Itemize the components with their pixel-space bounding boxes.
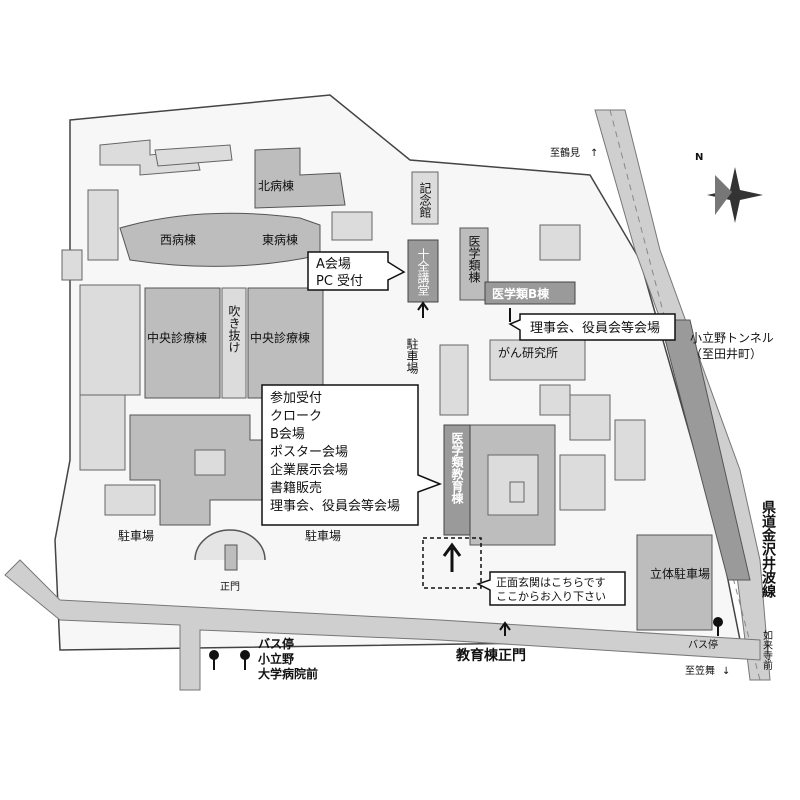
- bus-stop-left: [209, 650, 250, 670]
- svg-text:PC 受付: PC 受付: [316, 274, 363, 289]
- building-igaku-b: [484, 281, 576, 305]
- label-nishi: 西病棟: [160, 232, 196, 247]
- label-kita: 北病棟: [258, 178, 294, 193]
- building-rittai: [636, 534, 713, 631]
- label-chuo-right: 中央診療棟: [250, 330, 310, 345]
- label-igaku-rui: 医学類棟: [467, 235, 481, 283]
- building-fukinuke: [221, 287, 247, 399]
- label-parking-mid: 駐車場: [305, 528, 341, 543]
- building-mid-5: [569, 394, 611, 441]
- label-parking-left: 駐車場: [118, 528, 154, 543]
- building-left-2: [61, 249, 83, 281]
- label-bus-left-2: 小立野: [258, 651, 294, 666]
- label-to-kasamai: 至笠舞: [685, 664, 715, 677]
- svg-text:企業展示会場: 企業展示会場: [270, 462, 348, 478]
- label-bus-left-1: バス停: [258, 636, 294, 651]
- label-higashi: 東病棟: [262, 232, 298, 247]
- building-kyoiku: [443, 424, 471, 536]
- compass-icon: N: [695, 152, 763, 223]
- building-left-1: [87, 189, 119, 261]
- building-sw-1: [79, 394, 126, 471]
- building-mid-8: [539, 224, 581, 261]
- svg-text:理事会、役員会等会場: 理事会、役員会等会場: [270, 498, 400, 514]
- building-left-3: [79, 284, 141, 396]
- svg-text:クローク: クローク: [270, 409, 322, 424]
- label-seimon: 正門: [220, 581, 240, 593]
- label-nyoraiji: 如来寺前: [761, 629, 773, 671]
- building-igaku-rui: [459, 227, 489, 301]
- building-mid-3: [489, 339, 586, 381]
- building-jyuzen: [407, 239, 439, 303]
- building-mid-7: [559, 454, 606, 511]
- label-bus-right: バス停: [688, 638, 718, 651]
- building-kita: [254, 147, 346, 209]
- svg-text:理事会、役員会等会場: 理事会、役員会等会場: [530, 320, 660, 336]
- building-sw-2: [104, 484, 156, 516]
- building-kinen: [411, 171, 439, 225]
- tunnel-road: [659, 319, 751, 581]
- label-fukinuke: 吹き抜け: [227, 305, 241, 353]
- label-kyoiku: 医学類教育棟: [450, 432, 464, 505]
- callout-a-venue: A会場 PC 受付: [307, 251, 406, 291]
- svg-text:ここからお入り下さい: ここからお入り下さい: [496, 590, 606, 603]
- label-gan: がん研究所: [498, 345, 558, 360]
- callout-entrance: 正面玄関はこちらです ここからお入り下さい: [476, 571, 626, 606]
- building-kyoiku-box: [509, 481, 525, 503]
- to-kasamai-arrow: ↓: [722, 666, 730, 677]
- bus-stop-right: [713, 617, 723, 636]
- to-tsurumi-arrow: ↑: [590, 148, 598, 159]
- label-chuo-left: 中央診療棟: [147, 330, 207, 345]
- label-road-kanazawa: 県道金沢井波線: [760, 500, 777, 599]
- label-kinen: 記念館: [418, 181, 432, 218]
- building-mid-2: [439, 344, 469, 416]
- building-chuo-left: [144, 287, 221, 399]
- label-kyoiku-seimon: 教育棟正門: [456, 647, 526, 664]
- label-to-tsurumi: 至鶴見: [550, 146, 580, 159]
- building-nw2: [154, 144, 233, 167]
- building-sw-inner: [194, 449, 226, 476]
- label-parking-center: 駐車場: [405, 337, 419, 375]
- svg-text:書籍販売: 書籍販売: [270, 480, 322, 496]
- label-jyuzen: 十全講堂: [416, 248, 430, 296]
- entrance-area: [422, 537, 482, 589]
- svg-text:B会場: B会場: [270, 427, 305, 442]
- building-nishi-higashi: [119, 212, 321, 267]
- svg-text:ポスター会場: ポスター会場: [270, 445, 348, 460]
- building-mid-6: [614, 419, 646, 481]
- building-mid-4: [539, 384, 571, 416]
- label-tunnel-1: 小立野トンネル: [690, 330, 774, 345]
- callout-main-info: 参加受付 クローク B会場 ポスター会場 企業展示会場 書籍販売 理事会、役員会…: [261, 384, 443, 526]
- label-tunnel-2: （至田井町）: [690, 347, 762, 361]
- svg-text:正面玄関はこちらです: 正面玄関はこちらです: [496, 575, 606, 589]
- bottom-road: [4, 559, 761, 691]
- label-rittai-1: 立体駐車場: [650, 566, 710, 581]
- label-igaku-b: 医学類B棟: [492, 286, 550, 301]
- callout-board: 理事会、役員会等会場: [508, 313, 676, 341]
- label-bus-left-3: 大学病院前: [258, 666, 318, 681]
- svg-text:A会場: A会場: [316, 257, 351, 272]
- building-mid-1: [331, 211, 373, 241]
- building-nw: [99, 139, 201, 176]
- svg-text:参加受付: 参加受付: [270, 390, 322, 406]
- svg-text:N: N: [695, 152, 703, 163]
